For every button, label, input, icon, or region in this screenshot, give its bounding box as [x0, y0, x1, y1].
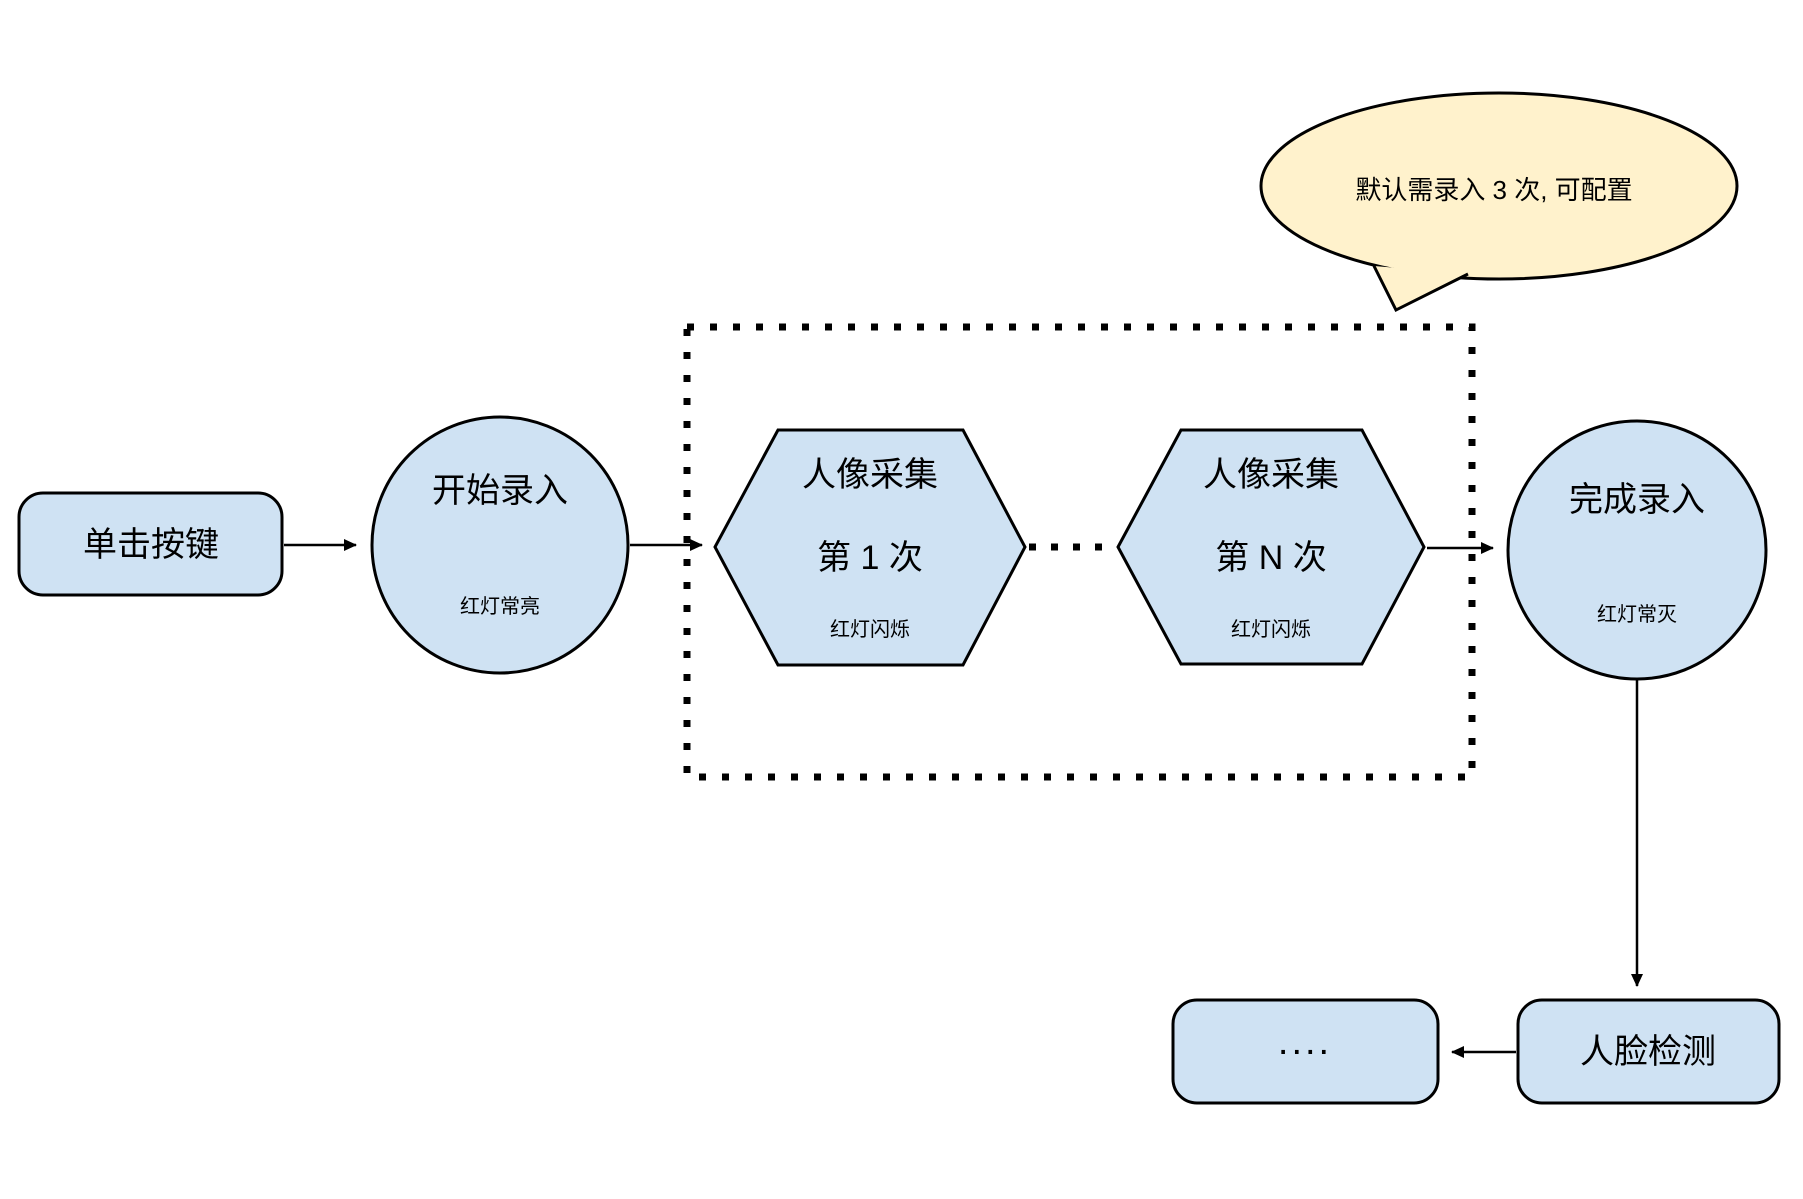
callout-bubble — [1259, 91, 1739, 281]
continuation-label: .... — [1277, 1021, 1333, 1063]
face-detect-label: 人脸检测 — [1580, 1033, 1716, 1071]
capture-first-hexagon — [713, 428, 1027, 667]
finish-enroll-sublabel: 红灯常灭 — [1597, 604, 1677, 626]
continuation-box — [1171, 998, 1440, 1105]
capture-first-line2: 第 1 次 — [817, 539, 923, 577]
loop-group-dotted-box — [683, 323, 1476, 781]
capture-nth-line2: 第 N 次 — [1215, 539, 1327, 577]
capture-nth-sublabel: 红灯闪烁 — [1231, 619, 1311, 641]
capture-nth-hexagon — [1116, 428, 1426, 666]
start-enroll-label: 开始录入 — [432, 472, 568, 510]
finish-enroll-label: 完成录入 — [1569, 481, 1705, 519]
finish-enroll-circle — [1506, 419, 1768, 681]
capture-first-sublabel: 红灯闪烁 — [830, 619, 910, 641]
callout-tail — [1372, 265, 1469, 313]
start-enroll-sublabel: 红灯常亮 — [460, 596, 540, 618]
capture-nth-line1: 人像采集 — [1203, 456, 1339, 494]
click-button-box — [17, 491, 284, 597]
face-detect-box — [1516, 998, 1781, 1105]
start-enroll-circle — [370, 415, 630, 675]
capture-first-line1: 人像采集 — [802, 456, 938, 494]
callout-text: 默认需录入 3 次, 可配置 — [1355, 175, 1633, 205]
click-button-label: 单击按键 — [83, 526, 219, 564]
